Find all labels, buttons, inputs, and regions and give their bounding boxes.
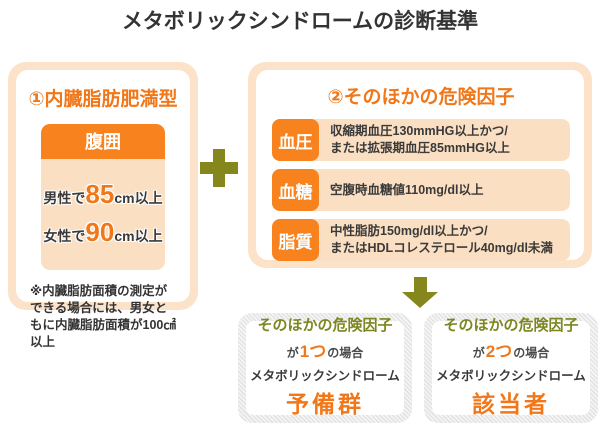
visceral-fat-note: ※内臓脂肪面積の測定ができる場合には、男女ともに内臓脂肪面積が100㎠以上: [30, 284, 176, 349]
visceral-fat-panel: ①内臓脂肪肥満型 腹囲 男性で85cm以上 女性で90cm以上 ※内臓脂肪面積の…: [8, 62, 198, 349]
risk-label-blood-pressure: 血圧: [272, 119, 319, 161]
result-two-count: 2つ: [485, 342, 513, 361]
female-waist-prefix: 女性で: [43, 227, 86, 244]
result-one-count-prefix: が: [286, 346, 299, 360]
waist-card: 腹囲 男性で85cm以上 女性で90cm以上: [41, 124, 165, 271]
risk-row-blood-sugar: 血糖 空腹時血糖値110mg/dl以上: [272, 169, 570, 211]
female-waist-suffix: cm以上: [114, 227, 163, 244]
male-waist-line: 男性で85cm以上: [41, 176, 165, 214]
risk-text-blood-sugar: 空腹時血糖値110mg/dl以上: [330, 182, 484, 197]
risk-factors-panel: ②そのほかの危険因子 血圧 収縮期血圧130mmHG以上かつ/ または拡張期血圧…: [248, 62, 592, 268]
result-two-count-prefix: が: [472, 346, 485, 360]
result-two-verdict: 該当者: [472, 391, 550, 417]
risk-factors-panel-inner: ②そのほかの危険因子 血圧 収縮期血圧130mmHG以上かつ/ または拡張期血圧…: [256, 70, 584, 261]
waist-card-body: 男性で85cm以上 女性で90cm以上: [41, 159, 165, 271]
result-one-verdict: 予備群: [286, 391, 364, 417]
result-one-count: 1つ: [299, 342, 327, 361]
risk-label-lipids: 脂質: [272, 219, 319, 261]
male-waist-suffix: cm以上: [114, 190, 163, 206]
arrow-down-head: [402, 292, 438, 308]
male-waist-prefix: 男性で: [43, 190, 86, 206]
plus-icon: [200, 149, 238, 187]
result-two-syndrome-line: メタボリックシンドローム: [436, 369, 586, 383]
page-title: メタボリックシンドロームの診断基準: [121, 10, 479, 33]
risk-row-lipids: 脂質 中性脂肪150mg/dl以上かつ/ またはHDLコレステロール40mg/d…: [272, 219, 570, 261]
waist-card-header: 腹囲: [41, 124, 165, 159]
plus-icon-horizontal-bar: [200, 162, 238, 174]
visceral-fat-panel-inner: ①内臓脂肪肥満型 腹囲 男性で85cm以上 女性で90cm以上 ※内臓脂肪面積の…: [16, 70, 190, 349]
arrow-down-stem: [413, 277, 427, 292]
risk-rows: 血圧 収縮期血圧130mmHG以上かつ/ または拡張期血圧85mmHG以上 血糖…: [272, 119, 570, 261]
risk-row-blood-pressure: 血圧 収縮期血圧130mmHG以上かつ/ または拡張期血圧85mmHG以上: [272, 119, 570, 161]
risk-label-blood-sugar: 血糖: [272, 169, 319, 211]
arrow-down-icon: [402, 277, 438, 308]
result-one-count-suffix: の場合: [327, 346, 364, 360]
visceral-fat-heading: ①内臓脂肪肥満型: [28, 89, 178, 110]
female-waist-value: 90: [85, 216, 115, 247]
result-two-risk-line: そのほかの危険因子: [443, 317, 579, 334]
risk-text-lipids: 中性脂肪150mg/dl以上かつ/ またはHDLコレステロール40mg/dl未満: [330, 224, 553, 255]
risk-text-blood-pressure: 収縮期血圧130mmHG以上かつ/ または拡張期血圧85mmHG以上: [330, 124, 510, 155]
risk-factors-heading: ②そのほかの危険因子: [327, 87, 515, 108]
result-one-risk-line: そのほかの危険因子: [257, 317, 393, 334]
result-two-count-suffix: の場合: [513, 346, 550, 360]
female-waist-line: 女性で90cm以上: [41, 214, 165, 252]
male-waist-value: 85: [85, 179, 115, 209]
result-one-syndrome-line: メタボリックシンドローム: [250, 369, 400, 383]
